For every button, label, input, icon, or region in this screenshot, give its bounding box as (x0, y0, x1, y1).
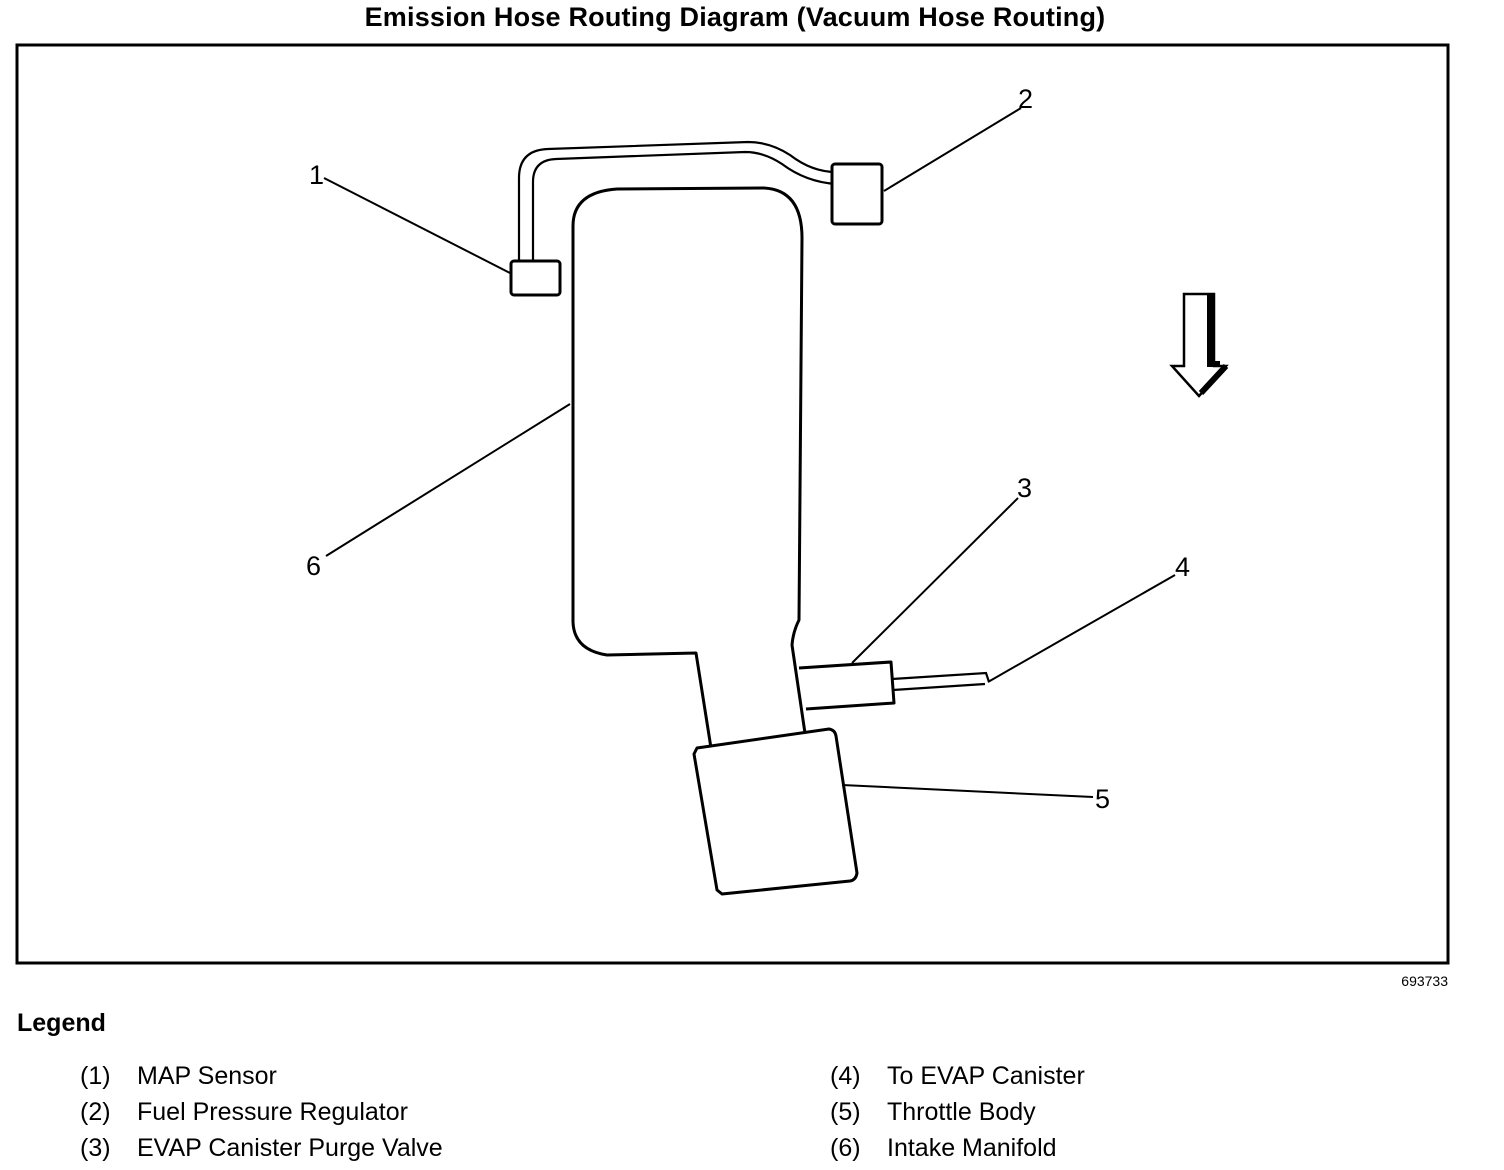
legend-item-number: (3) (80, 1134, 111, 1162)
legend-item-label: EVAP Canister Purge Valve (137, 1134, 443, 1162)
vacuum-hose (517, 140, 837, 262)
legend-item: (4) To EVAP Canister (830, 1058, 1085, 1094)
leader-line-2 (883, 107, 1022, 192)
throttle-body (692, 727, 859, 896)
legend-item: (3) EVAP Canister Purge Valve (80, 1130, 443, 1166)
diagram-frame (15, 43, 1450, 965)
evap-canister-purge-valve (798, 660, 896, 711)
leader-line-3 (851, 497, 1019, 664)
leader-line-5 (841, 784, 1094, 798)
legend-column-left: (1) MAP Sensor (2) Fuel Pressure Regulator… (80, 1058, 443, 1166)
figure-id: 693733 (1401, 973, 1448, 989)
legend-item: (1) MAP Sensor (80, 1058, 443, 1094)
legend-heading: Legend (17, 1009, 106, 1037)
leader-lines (323, 107, 1176, 798)
fuel-pressure-regulator (830, 162, 884, 226)
legend-item-number: (5) (830, 1098, 861, 1126)
legend-item-label: Throttle Body (887, 1098, 1036, 1126)
page-title: Emission Hose Routing Diagram (Vacuum Ho… (364, 2, 1106, 32)
callout-3: 3 (1017, 473, 1032, 503)
leader-line-6 (325, 403, 571, 557)
legend-item-number: (2) (80, 1098, 111, 1126)
legend-column-right: (4) To EVAP Canister (5) Throttle Body (6)… (830, 1058, 1085, 1166)
map-sensor (509, 259, 562, 297)
callout-1: 1 (309, 160, 324, 190)
legend-item: (2) Fuel Pressure Regulator (80, 1094, 443, 1130)
legend-item: (6) Intake Manifold (830, 1130, 1085, 1166)
callout-4: 4 (1175, 552, 1190, 582)
callout-2: 2 (1018, 84, 1033, 114)
hose-to-evap-canister (891, 671, 991, 692)
callout-6: 6 (306, 551, 321, 581)
leader-line-1 (323, 177, 511, 274)
leader-line-4 (987, 574, 1176, 683)
legend-item-label: MAP Sensor (137, 1062, 277, 1090)
intake-manifold (571, 186, 808, 750)
legend-item-label: Fuel Pressure Regulator (137, 1098, 408, 1126)
legend-item-label: To EVAP Canister (887, 1062, 1085, 1090)
legend-item: (5) Throttle Body (830, 1094, 1085, 1130)
legend-item-number: (6) (830, 1134, 861, 1162)
legend-item-number: (1) (80, 1062, 111, 1090)
front-direction-arrow-icon (1169, 292, 1229, 398)
callout-5: 5 (1095, 784, 1110, 814)
legend-item-label: Intake Manifold (887, 1134, 1057, 1162)
legend-item-number: (4) (830, 1062, 861, 1090)
